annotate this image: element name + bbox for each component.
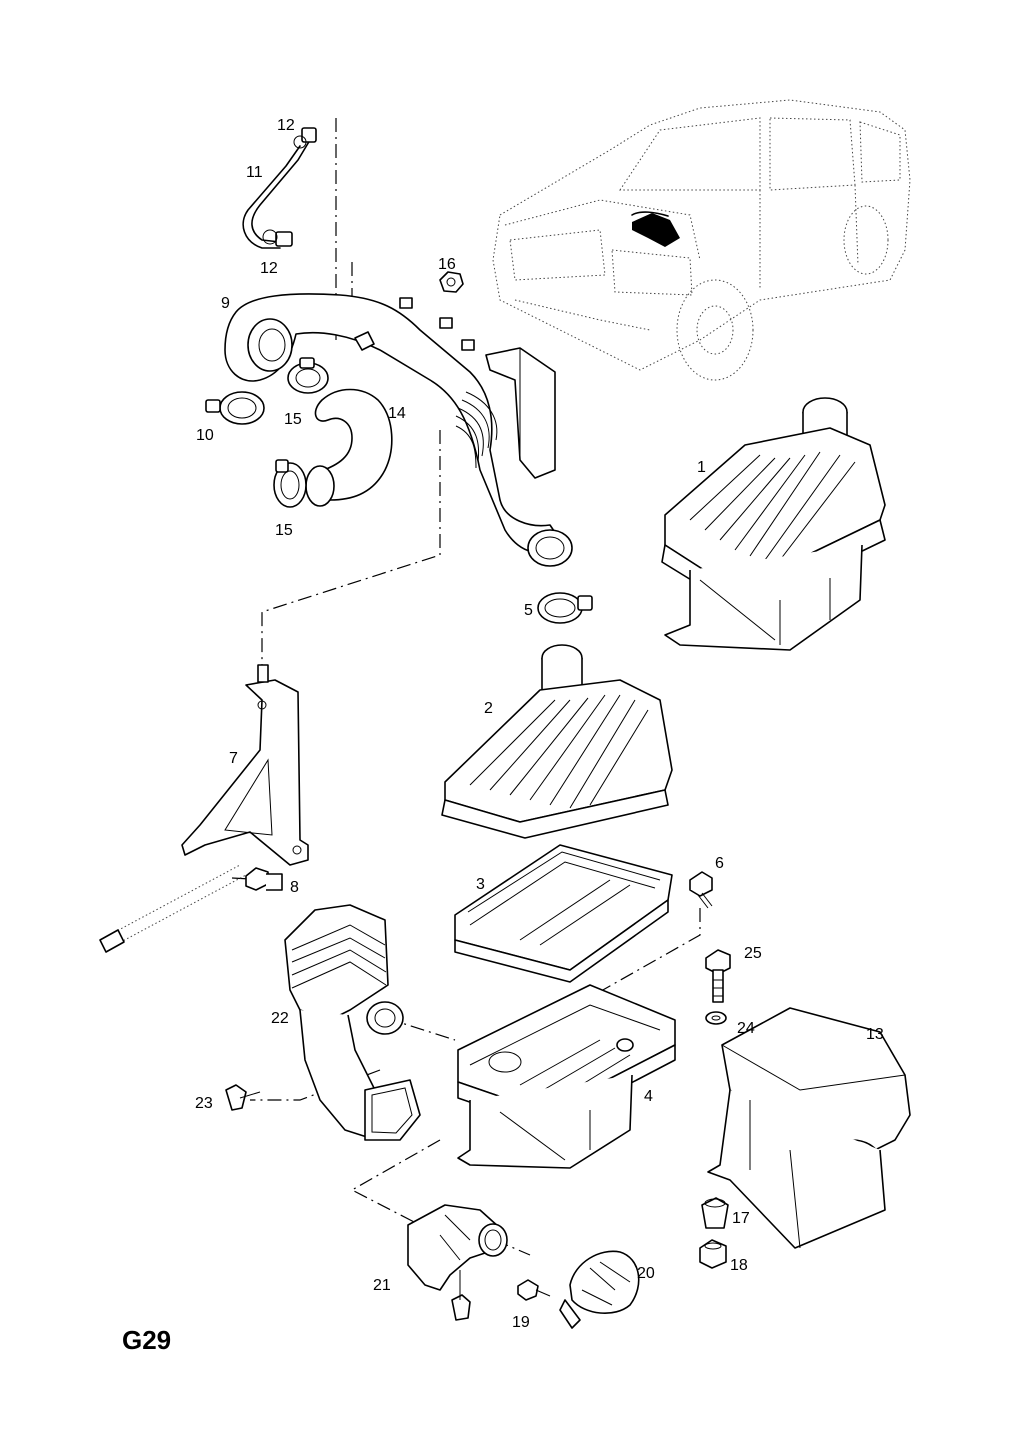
- screw-21: [451, 1270, 471, 1321]
- bolt-8: [245, 867, 283, 891]
- callout-23: 23: [195, 1095, 213, 1112]
- intake-duct-9: [224, 293, 573, 567]
- callout-7: 7: [229, 750, 238, 767]
- callout-17: 17: [732, 1210, 750, 1227]
- callout-20: 20: [637, 1265, 655, 1282]
- callout-18: 18: [730, 1257, 748, 1274]
- callout-5: 5: [524, 602, 533, 619]
- callout-11: 11: [246, 164, 263, 181]
- filter-element-3: [454, 844, 673, 983]
- grommet-17: [701, 1197, 729, 1229]
- clamp-5: [537, 592, 593, 624]
- callout-6: 6: [715, 855, 724, 872]
- callout-12a: 12: [277, 117, 295, 134]
- page-code: G29: [122, 1325, 171, 1355]
- grommet-18: [699, 1239, 727, 1269]
- air-cleaner-base-4: [457, 984, 676, 1169]
- callout-3: 3: [476, 876, 485, 893]
- callout-16: 16: [438, 256, 456, 273]
- callout-14: 14: [388, 405, 406, 422]
- bolt-6: [689, 871, 713, 909]
- screw-23: [225, 1084, 261, 1111]
- callout-labels: 1 2 3 4 5 6 7 8 9 10 11 12 12 13 14 15 1…: [195, 117, 884, 1331]
- hose-11-assembly: [242, 127, 317, 249]
- clamps-and-hose: [205, 357, 393, 508]
- nut-16: [439, 271, 464, 293]
- callout-10: 10: [196, 427, 214, 444]
- callout-21: 21: [373, 1277, 391, 1294]
- air-cleaner-cover-2: [441, 644, 673, 839]
- callout-2: 2: [484, 700, 493, 717]
- callout-15a: 15: [284, 411, 302, 428]
- callout-15b: 15: [275, 522, 293, 539]
- callout-19: 19: [512, 1314, 530, 1331]
- callout-12b: 12: [260, 260, 278, 277]
- part-20: [559, 1250, 640, 1329]
- vehicle-illustration: [492, 99, 911, 381]
- callout-25: 25: [744, 945, 762, 962]
- bolt-19: [517, 1279, 551, 1301]
- callout-13: 13: [866, 1026, 884, 1043]
- bracket-7: [181, 664, 309, 866]
- cover-13: [707, 1007, 911, 1249]
- bolt-25: [705, 949, 731, 1003]
- callout-24: 24: [737, 1020, 755, 1037]
- callout-8: 8: [290, 879, 299, 896]
- air-cleaner-assembly-1: [661, 397, 886, 651]
- callout-22: 22: [271, 1010, 289, 1027]
- callout-4: 4: [644, 1088, 653, 1105]
- duct-22: [284, 904, 421, 1141]
- callout-9: 9: [221, 295, 230, 312]
- dipstick-rod: [99, 864, 247, 953]
- callout-1: 1: [697, 459, 706, 476]
- washer-24: [705, 1011, 727, 1025]
- duct-21: [407, 1204, 508, 1291]
